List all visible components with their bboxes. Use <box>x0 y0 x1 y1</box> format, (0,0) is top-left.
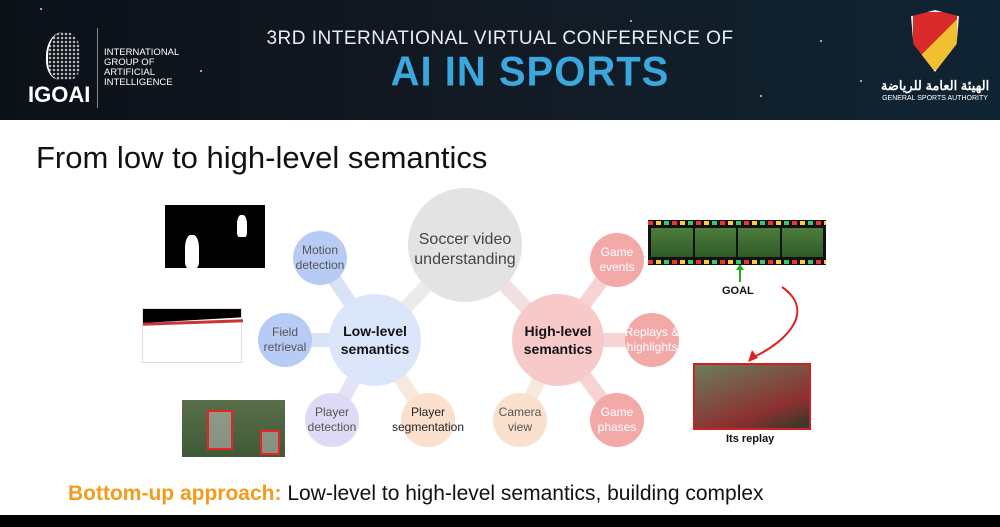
node-field-retrieval: Field retrieval <box>263 325 307 354</box>
bottom-text: Low-level to high-level semantics, build… <box>281 482 764 505</box>
head-circuit-icon <box>46 32 80 80</box>
low-level-node <box>329 294 421 386</box>
node-player-segmentation: Player segmentation <box>391 405 465 434</box>
replay-label: Its replay <box>726 433 775 445</box>
gsa-arabic: الهيئة العامة للرياضة <box>880 78 990 93</box>
node-player-detection: Player detection <box>307 405 357 434</box>
field-retrieval-image <box>142 308 244 363</box>
film-strip-image <box>648 220 826 265</box>
high-level-label: High-level semantics <box>523 323 593 357</box>
high-level-node <box>512 294 604 386</box>
bottom-up-label: Bottom-up approach: <box>68 482 282 505</box>
bottom-caption: Bottom-up approach: Low-level to high-le… <box>68 482 764 506</box>
node-game-phases: Game phases <box>597 405 637 434</box>
slide-title: From low to high-level semantics <box>36 140 488 175</box>
low-level-label: Low-level semantics <box>340 323 410 357</box>
video-bottom-bar <box>0 515 1000 527</box>
conference-title: AI IN SPORTS <box>390 48 670 96</box>
node-motion-detection: Motion detection <box>295 243 345 272</box>
node-game-events: Game events <box>599 245 635 274</box>
gsa-logo: الهيئة العامة للرياضة GENERAL SPORTS AUT… <box>880 10 990 102</box>
replay-arrow <box>751 286 799 359</box>
center-label: Soccer video understanding <box>414 231 516 268</box>
igoai-name: INTERNATIONAL GROUP OF ARTIFICIAL INTELL… <box>104 47 179 88</box>
node-replays-highlights: Replays & highlights <box>624 325 680 354</box>
center-node <box>408 188 522 302</box>
goal-label: GOAL <box>722 285 754 297</box>
motion-mask-image <box>165 205 265 268</box>
node-camera-view: Camera view <box>498 405 542 434</box>
replay-image <box>693 363 811 430</box>
igoai-acronym: IGOAI <box>28 82 91 107</box>
conference-banner: IGOAI INTERNATIONAL GROUP OF ARTIFICIAL … <box>0 0 1000 120</box>
player-detection-image <box>182 400 285 457</box>
conference-subtitle: 3RD INTERNATIONAL VIRTUAL CONFERENCE OF <box>266 28 734 49</box>
gsa-english: GENERAL SPORTS AUTHORITY <box>882 95 988 102</box>
